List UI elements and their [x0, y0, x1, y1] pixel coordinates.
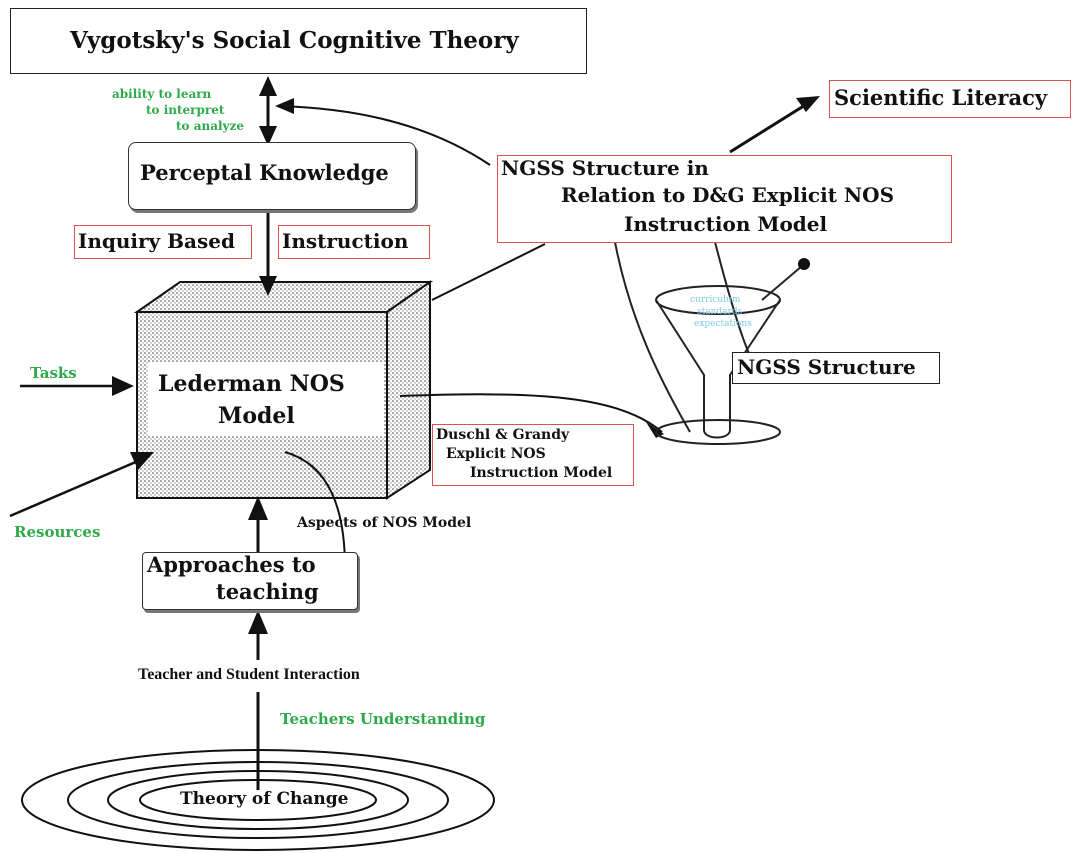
ngss-relation-box [497, 155, 952, 243]
arrow-cube-to-funnel [399, 393, 663, 433]
line-cube-to-ngss [431, 243, 546, 301]
instruction-box [278, 225, 430, 259]
duschl-box [432, 424, 634, 486]
theory-of-change-label: Theory of Change [178, 789, 351, 809]
duschl-line-1: Duschl & Grandy [436, 427, 570, 443]
literacy-box [829, 80, 1071, 118]
approaches-box [142, 552, 358, 610]
ngss-relation-line-1: NGSS Structure in [501, 156, 709, 180]
change-ripples [21, 749, 495, 851]
lederman-line-2: Model [218, 403, 295, 429]
inquiry-box [74, 225, 252, 259]
aspects-label: Aspects of NOS Model [297, 515, 472, 531]
ability-line-1: ability to learn [112, 87, 212, 101]
duschl-line-3: Instruction Model [470, 465, 613, 481]
ngss-relation-line-3: Instruction Model [624, 212, 828, 236]
inquiry-label: Inquiry Based [78, 229, 235, 253]
ngss-funnel [614, 241, 803, 445]
approaches-line-2: teaching [216, 579, 319, 604]
funnel-knob [798, 258, 810, 270]
ngss-structure-label: NGSS Structure [737, 355, 916, 379]
funnel-line-3: expectations [694, 319, 752, 329]
literacy-label: Scientific Literacy [834, 85, 1048, 110]
ngss-structure-box [732, 352, 940, 384]
vygotsky-box [10, 8, 587, 74]
arrow-resources [9, 456, 146, 518]
instruction-label: Instruction [282, 229, 409, 253]
resources-label: Resources [14, 523, 101, 541]
funnel-line-2: standards [697, 307, 743, 317]
lederman-line-1: Lederman NOS [158, 371, 345, 397]
interaction-label: Teacher and Student Interaction [138, 666, 360, 683]
ability-line-2: to interpret [146, 103, 225, 117]
line-ngss-to-title [279, 105, 491, 166]
perceptual-label: Perceptal Knowledge [140, 160, 389, 185]
ngss-relation-line-2: Relation to D&G Explicit NOS [561, 183, 895, 207]
ability-line-3: to analyze [176, 119, 244, 133]
lederman-cube [133, 280, 434, 500]
duschl-line-2: Explicit NOS [446, 446, 546, 462]
arrow-aspects [284, 451, 346, 569]
teachers-understanding-label: Teachers Understanding [280, 710, 486, 728]
vygotsky-title: Vygotsky's Social Cognitive Theory [70, 27, 519, 54]
tasks-label: Tasks [30, 364, 77, 382]
approaches-line-1: Approaches to [147, 552, 316, 577]
funnel-line-1: curriculum [690, 295, 741, 305]
arrow-to-literacy [729, 100, 811, 154]
perceptual-box [128, 142, 416, 210]
